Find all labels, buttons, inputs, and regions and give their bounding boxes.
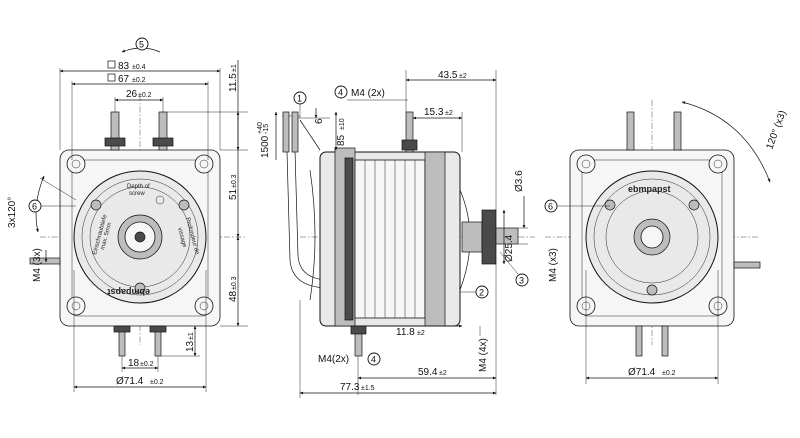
dim-rear-71-4: Ø71.4 — [628, 367, 656, 378]
thread-m4-2x-top: M4 (2x) — [351, 88, 385, 99]
brand-rear: ebmpapst — [628, 184, 671, 194]
dim-18-tol: ±0.2 — [140, 361, 154, 368]
dim-48: 48 — [228, 290, 239, 302]
callout-5-label: 5 — [139, 40, 144, 50]
dim-85: 85 — [336, 134, 347, 146]
plate-text-2: screw — [129, 191, 145, 197]
dim-11-5: 11.5 — [228, 73, 239, 92]
dim-51: 51 — [228, 188, 239, 200]
dim-shaft-dia: Ø3.6 — [514, 170, 525, 192]
callout-6-rear-label: 6 — [548, 202, 553, 212]
dim-13: 13 — [185, 340, 196, 352]
dim-43-5-tol: ±2 — [459, 73, 467, 80]
front-view: Depth of screw Einschraubtiefe max. 5mm … — [7, 37, 248, 392]
dim-48-tol: ±0.3 — [231, 276, 238, 290]
callout-4-bottom — [367, 352, 381, 366]
dim-67-tol: ±0.2 — [132, 77, 146, 84]
dim-1500-tol-minus: -15 — [263, 124, 270, 134]
dim-67: 67 — [118, 74, 130, 85]
plate-text-6: vissage — [176, 227, 187, 249]
callout-6-front-label: 6 — [32, 202, 37, 212]
thread-m4-2x-bottom: M4(2x) — [318, 354, 349, 365]
angle-3x120: 3x120° — [7, 197, 18, 228]
dim-59-4: 59.4 — [418, 367, 438, 378]
dim-77-3-tol: ±1.5 — [361, 385, 375, 392]
dim-85-tol: ±10 — [339, 118, 346, 130]
dim-11-8: 11.8 — [396, 327, 415, 338]
plate-text-1: Depth of — [127, 184, 150, 190]
angle-120-x3: 120° (x3) — [764, 109, 788, 151]
callout-4-bottom-label: 4 — [371, 355, 376, 365]
dim-rear-71-4-tol: ±0.2 — [662, 370, 676, 377]
thread-m4-3x: M4 (3x) — [32, 248, 43, 282]
callout-4-top-label: 4 — [338, 88, 343, 98]
callout-3 — [515, 273, 529, 287]
dim-1500-tol-plus: +40 — [257, 122, 264, 134]
dim-59-4-tol: ±2 — [439, 370, 447, 377]
dim-11-8-tol: ±2 — [417, 330, 425, 337]
rear-view: ebmpapst 120° (x3) 6 M4 (x3) Ø71.4 ±0.2 — [544, 100, 789, 384]
dim-51-tol: ±0.3 — [231, 174, 238, 188]
thread-m4-4x: M4 (4x) — [478, 338, 489, 372]
dim-11-5-tol: ±1 — [231, 64, 238, 72]
dim-15-3: 15.3 — [424, 107, 444, 118]
dim-71-4: Ø71.4 — [116, 376, 144, 387]
dim-15-3-tol: ±2 — [445, 110, 453, 117]
dim-13-tol: ±1 — [188, 332, 195, 340]
callout-1-label: 1 — [297, 94, 302, 104]
callout-3-label: 3 — [519, 276, 524, 286]
side-view: 1 1500 +40 -15 6 85 ±10 4 M4 (2x) 43.5 ±… — [257, 70, 535, 398]
callout-5 — [135, 37, 149, 51]
dim-83-tol: ±0.4 — [132, 64, 146, 71]
brand-mirrored: ebmpapst — [107, 287, 150, 297]
dim-18: 18 — [128, 358, 140, 369]
dim-77-3: 77.3 — [340, 382, 360, 393]
mounting-holes — [66, 154, 214, 316]
dim-hub-dia: Ø25.4 — [504, 234, 515, 262]
dim-26-tol: ±0.2 — [138, 92, 152, 99]
callout-2-label: 2 — [479, 288, 484, 298]
dim-83: 83 — [118, 61, 130, 72]
callout-4-top — [334, 85, 348, 99]
dim-43-5: 43.5 — [438, 70, 458, 81]
dim-1500: 1500 — [260, 135, 271, 158]
dim-26: 26 — [126, 89, 138, 100]
thread-m4-x3: M4 (x3) — [548, 248, 559, 282]
dim-6: 6 — [314, 118, 325, 124]
dim-71-4-tol: ±0.2 — [150, 379, 164, 386]
